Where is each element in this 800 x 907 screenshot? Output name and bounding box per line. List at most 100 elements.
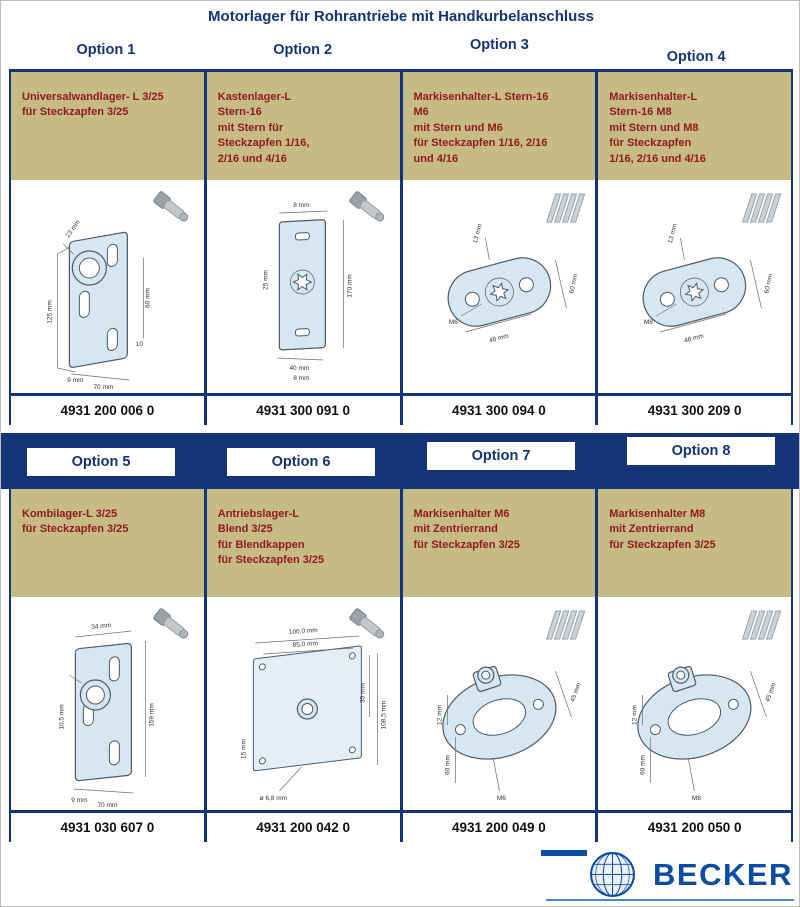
option-headers-row-2: Option 5 Option 6 Option 7 Option 8	[1, 433, 799, 489]
crank-adapter-icon	[348, 191, 384, 222]
dim-label: 15 mm	[240, 739, 247, 759]
dim-label: 108,5 mm	[380, 701, 387, 730]
dim-label: 100,0 mm	[288, 627, 317, 636]
option-3-header: Option 3	[402, 31, 597, 69]
dim-label: 48 mm	[488, 333, 509, 345]
option-5-description: Kombilager-L 3/25 für Steckzapfen 3/25	[11, 489, 204, 597]
option-4-description: Markisenhalter-L Stern-16 M8 mit Stern u…	[598, 72, 791, 180]
option-1-technical-drawing: 23 mm 125 mm 60 mm 10 9 mm 70 mm	[46, 219, 151, 391]
option-8-description: Markisenhalter M8 mit Zentrierrand für S…	[598, 489, 791, 597]
option-4-part-number: 4931 300 209 0	[598, 393, 791, 425]
crank-hatch-icon	[741, 610, 782, 640]
option-4-header: Option 4	[599, 31, 793, 69]
crank-adapter-icon	[348, 608, 384, 639]
option-4-technical-drawing: 13 mm M8 48 mm 60 mm	[642, 223, 775, 345]
option-7-column: Markisenhalter M6 mit Zentrierrand für S…	[402, 489, 596, 842]
dim-label: 13 mm	[667, 223, 679, 244]
option-7-description: Markisenhalter M6 mit Zentrierrand für S…	[402, 489, 596, 597]
dim-label: 13 mm	[471, 223, 483, 244]
option-2-header: Option 2	[205, 31, 400, 69]
option-1-header: Option 1	[9, 31, 203, 69]
dim-label: 12 mm	[632, 705, 639, 725]
dim-label: 70 mm	[93, 384, 113, 391]
dim-label: 8 mm	[293, 202, 309, 209]
footer: BECKER	[1, 846, 799, 906]
option-7-drawing-cell: 45 mm 12 mm 60 mm M6	[402, 597, 596, 810]
option-3-description: Markisenhalter-L Stern-16 M6 mit Stern u…	[402, 72, 596, 180]
option-7-part-number: 4931 200 049 0	[402, 810, 596, 842]
dim-label: 48 mm	[684, 333, 705, 345]
option-5-drawing-cell: 34 mm 10,5 mm 159 mm 9 mm 70 mm	[11, 597, 204, 810]
dim-label: M8	[644, 319, 653, 326]
becker-globe-icon	[590, 852, 635, 897]
dim-label: 125 mm	[46, 300, 53, 323]
dim-label: 8 mm	[293, 375, 309, 382]
dim-label: 85,0 mm	[292, 640, 318, 649]
option-8-column: Markisenhalter M8 mit Zentrierrand für S…	[598, 489, 791, 842]
option-2-drawing-cell: 8 mm 25 mm 170 mm 40 mm 8 mm	[206, 180, 400, 393]
option-6-drawing-cell: 100,0 mm 85,0 mm 35 mm 108,5 mm 15 mm ø …	[206, 597, 400, 810]
dim-label: 60 mm	[640, 755, 647, 775]
footer-rule	[546, 899, 794, 901]
dim-label: 40 mm	[289, 365, 309, 372]
crank-hatch-icon	[546, 610, 586, 640]
option-2-part-number: 4931 300 091 0	[206, 393, 400, 425]
option-5-technical-drawing: 34 mm 10,5 mm 159 mm 9 mm 70 mm	[58, 622, 155, 809]
dim-label: 34 mm	[91, 622, 111, 631]
dim-label: M6	[448, 319, 457, 326]
dim-label: M8	[692, 795, 701, 802]
crank-hatch-icon	[546, 193, 586, 223]
dim-label: 10,5 mm	[58, 704, 65, 729]
dim-label: 170 mm	[346, 274, 353, 297]
option-2-description: Kastenlager-L Stern-16 mit Stern für Ste…	[206, 72, 400, 180]
crank-adapter-icon	[152, 191, 188, 222]
option-6-part-number: 4931 200 042 0	[206, 810, 400, 842]
option-7-header: Option 7	[427, 442, 575, 470]
option-5-part-number: 4931 030 607 0	[11, 810, 204, 842]
option-1-description: Universalwandlager- L 3/25 für Steckzapf…	[11, 72, 204, 180]
brand-wordmark: BECKER	[653, 857, 793, 892]
dim-label: 60 mm	[764, 273, 775, 294]
option-3-drawing-cell: 13 mm M6 48 mm 60 mm	[402, 180, 596, 393]
dim-label: M6	[496, 795, 505, 802]
crank-adapter-icon	[152, 608, 188, 639]
dim-label: 23 mm	[65, 219, 82, 239]
footer-accent-bar	[541, 850, 587, 856]
dim-label: 25 mm	[262, 270, 269, 290]
dim-label: 9 mm	[67, 377, 83, 384]
option-4-column: Markisenhalter-L Stern-16 M8 mit Stern u…	[598, 72, 791, 425]
option-5-column: Kombilager-L 3/25 für Steckzapfen 3/25	[11, 489, 204, 842]
option-6-description: Antriebslager-L Blend 3/25 für Blendkapp…	[206, 489, 400, 597]
option-8-header: Option 8	[627, 437, 775, 465]
dim-label: ø 6,8 mm	[259, 795, 286, 802]
option-3-technical-drawing: 13 mm M6 48 mm 60 mm	[447, 223, 579, 345]
option-1-column: Universalwandlager- L 3/25 für Steckzapf…	[11, 72, 204, 425]
option-8-technical-drawing: 45 mm 12 mm 60 mm M8	[632, 665, 778, 802]
dim-label: 35 mm	[359, 683, 366, 703]
page-title: Motorlager für Rohrantriebe mit Handkurb…	[208, 7, 594, 25]
option-headers-row-1: Option 1 Option 2 Option 3 Option 4	[9, 31, 793, 69]
option-6-header: Option 6	[227, 448, 375, 476]
option-1-drawing-cell: 23 mm 125 mm 60 mm 10 9 mm 70 mm	[11, 180, 204, 393]
options-table-row-1: Universalwandlager- L 3/25 für Steckzapf…	[9, 69, 793, 425]
option-1-part-number: 4931 200 006 0	[11, 393, 204, 425]
option-3-part-number: 4931 300 094 0	[402, 393, 596, 425]
dim-label: 10	[136, 341, 144, 348]
dim-label: 60 mm	[144, 288, 151, 308]
dim-label: 70 mm	[97, 802, 117, 809]
dim-label: 60 mm	[444, 755, 451, 775]
options-table-row-2: Kombilager-L 3/25 für Steckzapfen 3/25	[9, 489, 793, 842]
option-8-part-number: 4931 200 050 0	[598, 810, 791, 842]
dim-label: 60 mm	[568, 273, 579, 294]
option-5-header: Option 5	[27, 448, 175, 476]
dim-label: 159 mm	[148, 703, 155, 726]
option-6-column: Antriebslager-L Blend 3/25 für Blendkapp…	[206, 489, 400, 842]
option-6-technical-drawing: 100,0 mm 85,0 mm 35 mm 108,5 mm 15 mm ø …	[240, 627, 387, 802]
option-7-technical-drawing: 45 mm 12 mm 60 mm M6	[436, 665, 582, 802]
crank-hatch-icon	[741, 193, 782, 223]
option-2-column: Kastenlager-L Stern-16 mit Stern für Ste…	[206, 72, 400, 425]
dim-label: 9 mm	[71, 797, 87, 804]
dim-label: 12 mm	[436, 705, 443, 725]
option-4-drawing-cell: 13 mm M8 48 mm 60 mm	[598, 180, 791, 393]
option-8-drawing-cell: 45 mm 12 mm 60 mm M8	[598, 597, 791, 810]
